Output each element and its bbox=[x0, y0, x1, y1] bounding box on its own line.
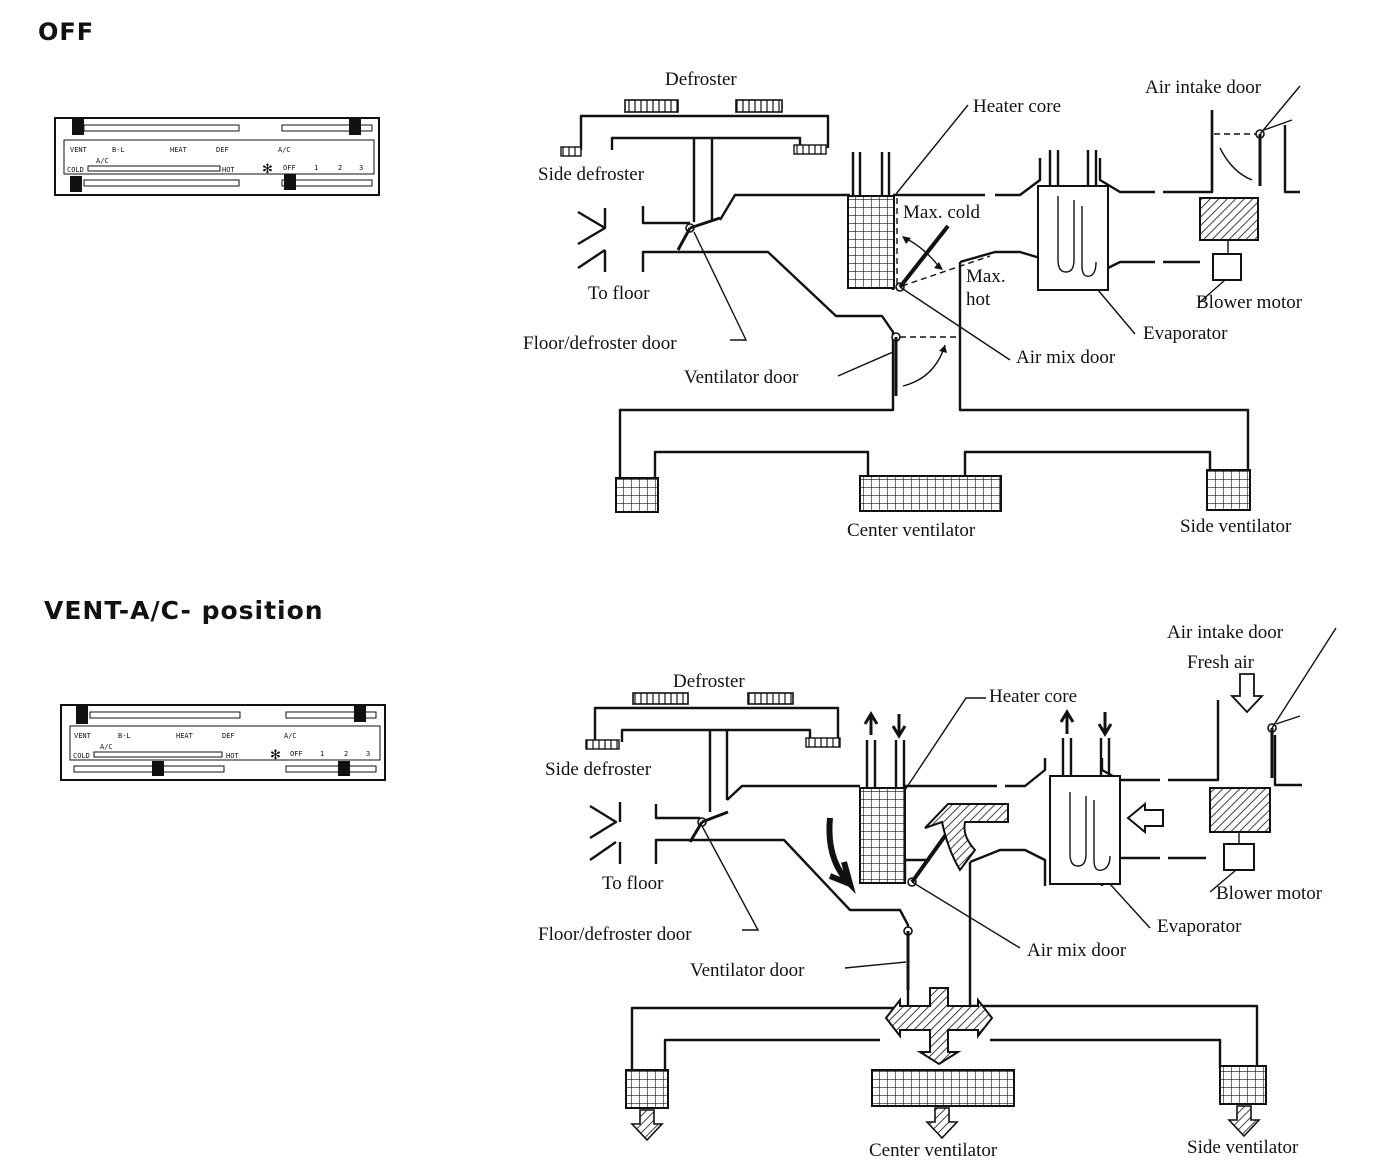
label-hot: hot bbox=[966, 289, 991, 310]
center-ventilator bbox=[859, 475, 1002, 512]
panel-ac-label: A/C bbox=[96, 157, 109, 165]
panel-ac-label: A/C bbox=[100, 743, 113, 751]
outflow-arrow bbox=[925, 1107, 959, 1140]
panel-mode-vent: VENT bbox=[74, 732, 92, 740]
mode-lever[interactable] bbox=[72, 119, 84, 135]
side-ventilator-left bbox=[625, 1069, 669, 1109]
label-max: Max. bbox=[966, 266, 1006, 287]
label-side-ventilator: Side ventilator bbox=[1180, 516, 1292, 537]
label-to-floor: To floor bbox=[602, 873, 664, 894]
labels-vent-ac: Defroster Side defroster Heater core Air… bbox=[538, 622, 1323, 1161]
label-side-defroster: Side defroster bbox=[545, 759, 652, 780]
control-panel-off: VENT B-L HEAT DEF A/C A/C COLD HOT ✻ OFF… bbox=[54, 117, 380, 196]
panel-fan-off: OFF bbox=[283, 164, 296, 172]
blower bbox=[1209, 787, 1271, 833]
vent-flow-arrow bbox=[884, 987, 994, 1066]
temp-lever[interactable] bbox=[70, 176, 82, 192]
panel-fan-1: 1 bbox=[320, 750, 324, 758]
label-fresh-air: Fresh air bbox=[1187, 652, 1255, 673]
label-max-cold: Max. cold bbox=[903, 202, 981, 223]
section-title-vent-ac: VENT-A/C- position bbox=[44, 596, 324, 625]
temp-lever[interactable] bbox=[152, 761, 164, 776]
label-ventilator-door: Ventilator door bbox=[690, 960, 805, 981]
center-ventilator bbox=[871, 1069, 1015, 1107]
side-ventilator-left bbox=[615, 477, 659, 513]
panel-mode-bl: B-L bbox=[118, 732, 131, 740]
panel-fan-2: 2 bbox=[344, 750, 348, 758]
panel-fan-off: OFF bbox=[290, 750, 303, 758]
label-heater-core: Heater core bbox=[973, 96, 1061, 117]
label-air-intake-door: Air intake door bbox=[1167, 622, 1284, 643]
panel-mode-ac: A/C bbox=[284, 732, 297, 740]
panel-fan-3: 3 bbox=[359, 164, 363, 172]
label-heater-core: Heater core bbox=[989, 686, 1077, 707]
blower bbox=[1199, 197, 1259, 241]
blower-motor bbox=[1223, 843, 1255, 871]
fan-icon: ✻ bbox=[262, 162, 273, 177]
label-to-floor: To floor bbox=[588, 283, 650, 304]
panel-hot-label: HOT bbox=[222, 166, 235, 174]
defroster-vent bbox=[624, 99, 679, 113]
label-air-intake-door: Air intake door bbox=[1145, 77, 1262, 98]
panel-mode-heat: HEAT bbox=[176, 732, 194, 740]
label-blower-motor: Blower motor bbox=[1196, 292, 1303, 313]
fan-lever[interactable] bbox=[338, 761, 350, 776]
panel-mode-vent: VENT bbox=[70, 146, 88, 154]
label-side-ventilator: Side ventilator bbox=[1187, 1137, 1299, 1158]
panel-fan-1: 1 bbox=[314, 164, 318, 172]
airflow-diagram-off bbox=[560, 85, 1301, 513]
control-panel-vent-ac: VENT B-L HEAT DEF A/C A/C COLD HOT ✻ OFF… bbox=[60, 704, 386, 781]
side-ventilator-right bbox=[1219, 1065, 1267, 1105]
side-ventilator-right bbox=[1206, 469, 1251, 511]
label-floor-defroster-door: Floor/defroster door bbox=[523, 333, 677, 354]
label-defroster: Defroster bbox=[673, 671, 745, 692]
label-center-ventilator: Center ventilator bbox=[847, 520, 976, 541]
label-floor-defroster-door: Floor/defroster door bbox=[538, 924, 692, 945]
label-side-defroster: Side defroster bbox=[538, 164, 645, 185]
label-blower-motor: Blower motor bbox=[1216, 883, 1323, 904]
side-defroster-vent bbox=[560, 146, 582, 157]
ac-lever[interactable] bbox=[349, 119, 361, 135]
airflow-diagram-vent-ac bbox=[585, 627, 1337, 1142]
panel-mode-def: DEF bbox=[216, 146, 229, 154]
defroster-vent bbox=[735, 99, 783, 113]
panel-hot-label: HOT bbox=[226, 752, 239, 760]
section-title-off: OFF bbox=[38, 18, 95, 46]
panel-cold-label: COLD bbox=[73, 752, 90, 760]
panel-mode-heat: HEAT bbox=[170, 146, 188, 154]
side-defroster-vent bbox=[793, 144, 827, 155]
side-defroster-vent bbox=[805, 737, 841, 748]
label-ventilator-door: Ventilator door bbox=[684, 367, 799, 388]
label-defroster: Defroster bbox=[665, 69, 737, 90]
heater-core bbox=[859, 787, 906, 884]
label-evaporator: Evaporator bbox=[1143, 323, 1228, 344]
panel-mode-def: DEF bbox=[222, 732, 235, 740]
ac-lever[interactable] bbox=[354, 706, 366, 722]
defroster-vent bbox=[747, 692, 794, 705]
panel-mode-bl: B-L bbox=[112, 146, 125, 154]
label-air-mix-door: Air mix door bbox=[1027, 940, 1127, 961]
blower-motor bbox=[1212, 253, 1242, 281]
defroster-vent bbox=[632, 692, 689, 705]
side-defroster-vent bbox=[585, 739, 620, 750]
evaporator bbox=[1049, 775, 1121, 885]
outflow-arrow bbox=[1227, 1105, 1261, 1138]
cool-air-flow-arrow bbox=[924, 803, 1009, 872]
mode-lever[interactable] bbox=[76, 706, 88, 724]
outflow-arrow bbox=[630, 1109, 664, 1142]
fresh-air-arrow bbox=[1229, 673, 1265, 714]
labels-off: Defroster Side defroster Heater core Air… bbox=[523, 69, 1303, 541]
fan-lever[interactable] bbox=[284, 174, 296, 190]
panel-mode-ac: A/C bbox=[278, 146, 291, 154]
label-evaporator: Evaporator bbox=[1157, 916, 1242, 937]
label-center-ventilator: Center ventilator bbox=[869, 1140, 998, 1161]
panel-fan-3: 3 bbox=[366, 750, 370, 758]
panel-cold-label: COLD bbox=[67, 166, 84, 174]
label-air-mix-door: Air mix door bbox=[1016, 347, 1116, 368]
heater-core bbox=[847, 195, 895, 289]
panel-fan-2: 2 bbox=[338, 164, 342, 172]
evaporator bbox=[1037, 185, 1109, 291]
fan-icon: ✻ bbox=[270, 748, 281, 763]
